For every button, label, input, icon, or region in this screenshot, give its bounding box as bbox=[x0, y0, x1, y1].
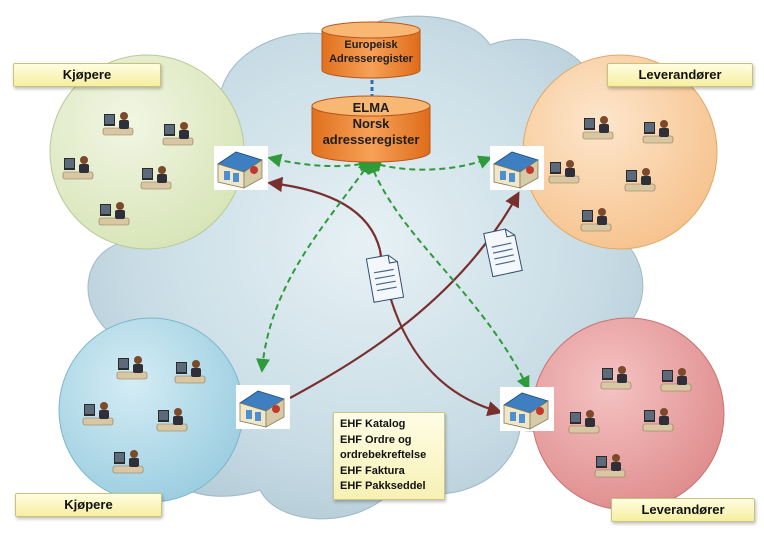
lookup-arrow bbox=[367, 159, 530, 391]
building-icon bbox=[489, 145, 545, 191]
document-type: EHF Faktura bbox=[340, 464, 405, 477]
building-icon bbox=[235, 384, 291, 430]
lookup-arrows bbox=[256, 153, 530, 391]
european-registry-label: Europeisk Adresseregister bbox=[329, 39, 413, 65]
building-icon bbox=[213, 145, 269, 191]
document-type: EHF Katalog bbox=[340, 418, 406, 430]
buyer-label-top: Kjøpere bbox=[13, 63, 161, 87]
supplier-label-bottom: Leverandører bbox=[611, 498, 755, 522]
lookup-arrow bbox=[256, 159, 372, 373]
buyer-label-bottom: Kjøpere bbox=[15, 493, 162, 517]
norwegian-registry-label: ELMA Norsk adresseregister bbox=[322, 100, 420, 147]
building-icon bbox=[499, 386, 555, 432]
supplier-group-bottom-circle bbox=[531, 317, 725, 511]
document-type: ordrebekreftelse bbox=[340, 449, 427, 461]
supplier-label-top: Leverandører bbox=[607, 63, 753, 87]
document-type: EHF Pakkseddel bbox=[340, 480, 426, 492]
database-icon bbox=[321, 21, 421, 79]
database-icon bbox=[311, 95, 431, 163]
document-type: EHF Ordre og bbox=[340, 433, 412, 446]
document-types-box: EHF Katalog EHF Ordre og ordrebekreftels… bbox=[333, 412, 445, 500]
